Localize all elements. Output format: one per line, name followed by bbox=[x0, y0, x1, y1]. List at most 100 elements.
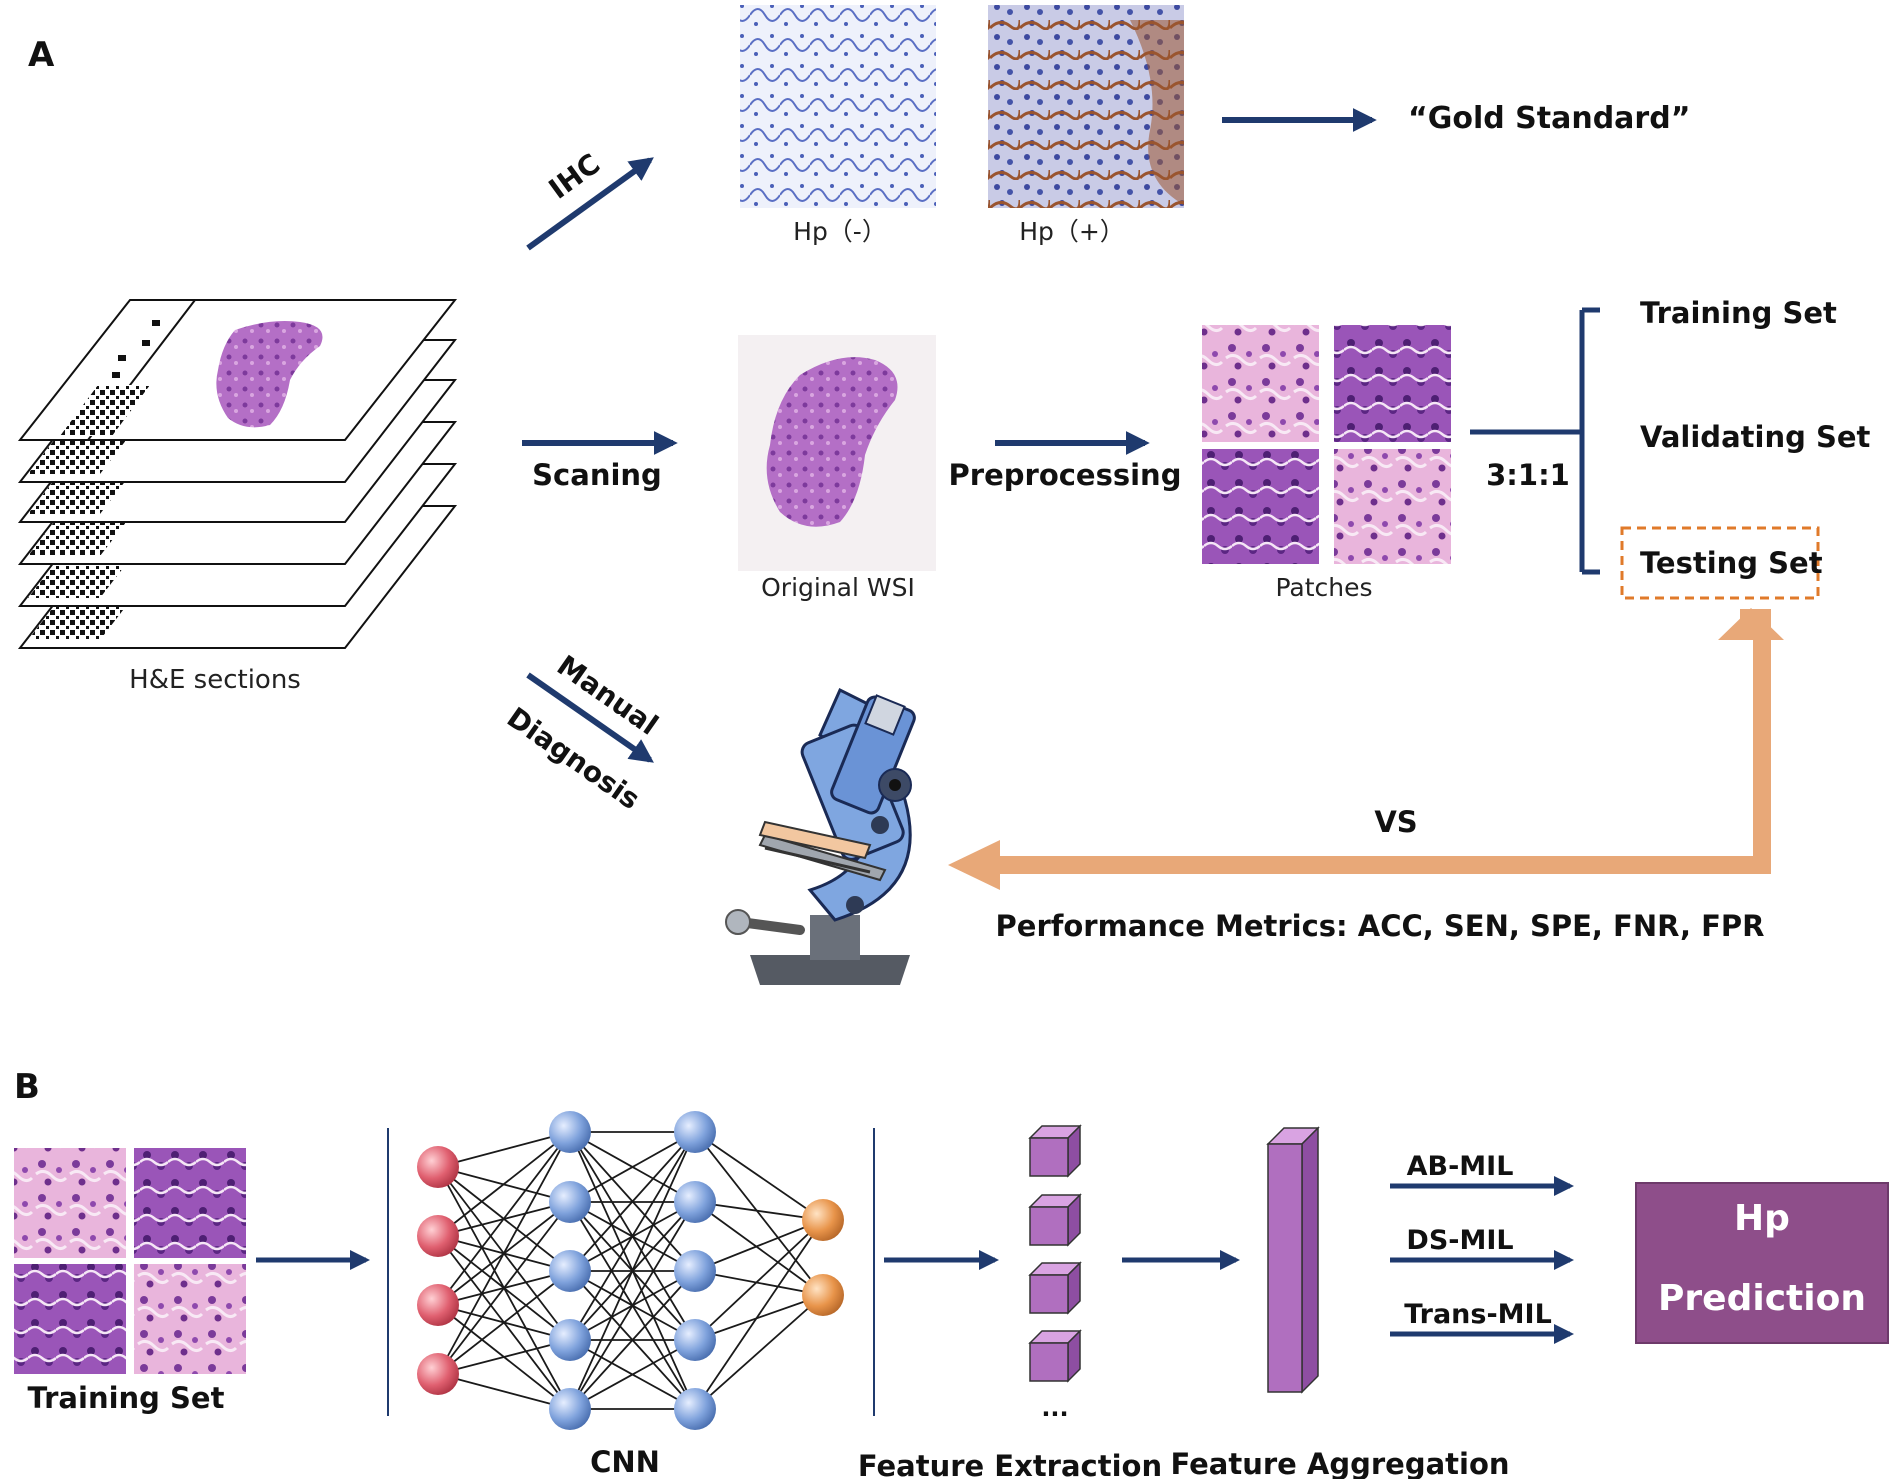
original-wsi-tissue bbox=[766, 357, 898, 527]
cnn-connection bbox=[569, 1270, 696, 1410]
cnn-connection bbox=[437, 1339, 571, 1375]
patch-image bbox=[1334, 449, 1451, 564]
cnn-connection bbox=[694, 1219, 824, 1410]
cnn-connection bbox=[694, 1294, 824, 1410]
cnn-connection bbox=[569, 1131, 696, 1341]
cnn-connection bbox=[694, 1219, 824, 1341]
hidden-node bbox=[674, 1250, 716, 1292]
hp-prediction-box bbox=[1635, 1182, 1889, 1344]
input-node bbox=[417, 1215, 459, 1257]
original-wsi-label: Original WSI bbox=[761, 573, 915, 602]
hp-prediction-line2: Prediction bbox=[1658, 1278, 1866, 1319]
cnn-connection bbox=[569, 1131, 696, 1410]
hidden-node bbox=[549, 1319, 591, 1361]
cnn-connection bbox=[569, 1131, 696, 1272]
patch-image bbox=[1202, 449, 1319, 564]
patch-image bbox=[1334, 325, 1451, 442]
output-node bbox=[802, 1199, 844, 1241]
input-node bbox=[417, 1284, 459, 1326]
cnn-connection bbox=[569, 1131, 696, 1203]
feature-cube bbox=[1028, 1124, 1082, 1178]
feature-aggregation-bar bbox=[1266, 1126, 1320, 1394]
cnn-connection bbox=[694, 1294, 824, 1341]
ds-mil-label: DS-MIL bbox=[1406, 1225, 1513, 1256]
training-set-label: Training Set bbox=[1640, 296, 1837, 330]
cnn-connection bbox=[437, 1201, 571, 1375]
patch-image bbox=[134, 1148, 246, 1258]
hidden-node bbox=[549, 1181, 591, 1223]
hidden-node bbox=[549, 1250, 591, 1292]
mil-methods: AB-MIL DS-MIL Trans-MIL bbox=[1390, 1151, 1574, 1344]
training-set-b-label: Training Set bbox=[28, 1381, 225, 1415]
cnn-connection bbox=[694, 1270, 824, 1296]
hp-positive-label: Hp（+） bbox=[1019, 217, 1125, 246]
cnn-connection bbox=[437, 1373, 571, 1410]
cnn-connection bbox=[694, 1131, 824, 1221]
he-slide-top bbox=[17, 299, 458, 441]
patch-image bbox=[14, 1264, 126, 1374]
ihc-arrow bbox=[526, 157, 654, 251]
input-node bbox=[417, 1146, 459, 1188]
feature-cube bbox=[1028, 1193, 1082, 1247]
feature-cubes bbox=[1028, 1124, 1082, 1383]
feature-aggregation-label: Feature Aggregation bbox=[1170, 1447, 1509, 1479]
he-sections-stack bbox=[17, 299, 458, 649]
he-sections-label: H&E sections bbox=[129, 665, 301, 695]
gold-standard-label: “Gold Standard” bbox=[1408, 101, 1690, 136]
cnn-connection bbox=[694, 1219, 824, 1272]
feature-ellipsis: ... bbox=[1041, 1394, 1068, 1422]
panel-b-label: B bbox=[14, 1067, 40, 1107]
panel-a-label: A bbox=[28, 35, 55, 75]
patch-image bbox=[134, 1264, 246, 1374]
cnn-connection bbox=[694, 1201, 824, 1296]
ihc-negative-image bbox=[740, 5, 936, 208]
microscope-icon bbox=[725, 687, 916, 985]
split-ratio-label: 3:1:1 bbox=[1486, 458, 1570, 492]
cnn-connection bbox=[437, 1131, 571, 1168]
vs-arrowhead-up bbox=[1718, 608, 1784, 640]
vs-label: VS bbox=[1374, 805, 1417, 839]
output-node bbox=[802, 1274, 844, 1316]
hidden-node bbox=[549, 1111, 591, 1153]
performance-metrics-label: Performance Metrics: ACC, SEN, SPE, FNR,… bbox=[996, 909, 1765, 943]
slide-qr-code bbox=[60, 385, 150, 436]
hidden-node bbox=[674, 1319, 716, 1361]
hp-prediction-line1: Hp bbox=[1734, 1198, 1790, 1239]
feature-extraction-label: Feature Extraction bbox=[858, 1449, 1162, 1479]
ab-mil-label: AB-MIL bbox=[1407, 1151, 1514, 1182]
cnn-connection bbox=[569, 1201, 696, 1410]
trans-mil-label: Trans-MIL bbox=[1404, 1299, 1552, 1330]
hidden-node bbox=[674, 1111, 716, 1153]
cnn-connection bbox=[437, 1131, 571, 1306]
cnn-connection bbox=[694, 1131, 824, 1296]
hp-negative-label: Hp（-） bbox=[793, 217, 887, 246]
feature-cube bbox=[1028, 1261, 1082, 1315]
cnn-connection bbox=[437, 1131, 571, 1237]
hidden-node bbox=[674, 1388, 716, 1430]
feature-cube bbox=[1028, 1329, 1082, 1383]
preprocessing-label: Preprocessing bbox=[949, 458, 1182, 492]
split-bracket bbox=[1470, 307, 1600, 575]
patches-label: Patches bbox=[1275, 573, 1372, 602]
manual-diagnosis-arrow bbox=[526, 672, 654, 763]
testing-set-label: Testing Set bbox=[1640, 546, 1823, 580]
validating-set-label: Validating Set bbox=[1640, 420, 1870, 454]
cnn-connection bbox=[569, 1339, 696, 1410]
hidden-node bbox=[549, 1388, 591, 1430]
patches-grid bbox=[1202, 325, 1451, 564]
cnn-connection bbox=[694, 1201, 824, 1221]
slide-tissue-section bbox=[216, 321, 323, 428]
patch-image bbox=[1202, 325, 1319, 442]
cnn-label: CNN bbox=[590, 1445, 660, 1479]
cnn-network bbox=[417, 1111, 844, 1430]
patch-image bbox=[14, 1148, 126, 1258]
training-patches-grid bbox=[14, 1148, 246, 1374]
vs-arrowhead-left bbox=[948, 840, 1000, 890]
hidden-node bbox=[674, 1181, 716, 1223]
ihc-brown-stain bbox=[1130, 20, 1184, 205]
testing-set-box bbox=[1620, 526, 1820, 600]
cnn-connection bbox=[437, 1270, 571, 1375]
cnn-connection bbox=[437, 1131, 571, 1375]
scaning-label: Scaning bbox=[532, 458, 662, 492]
